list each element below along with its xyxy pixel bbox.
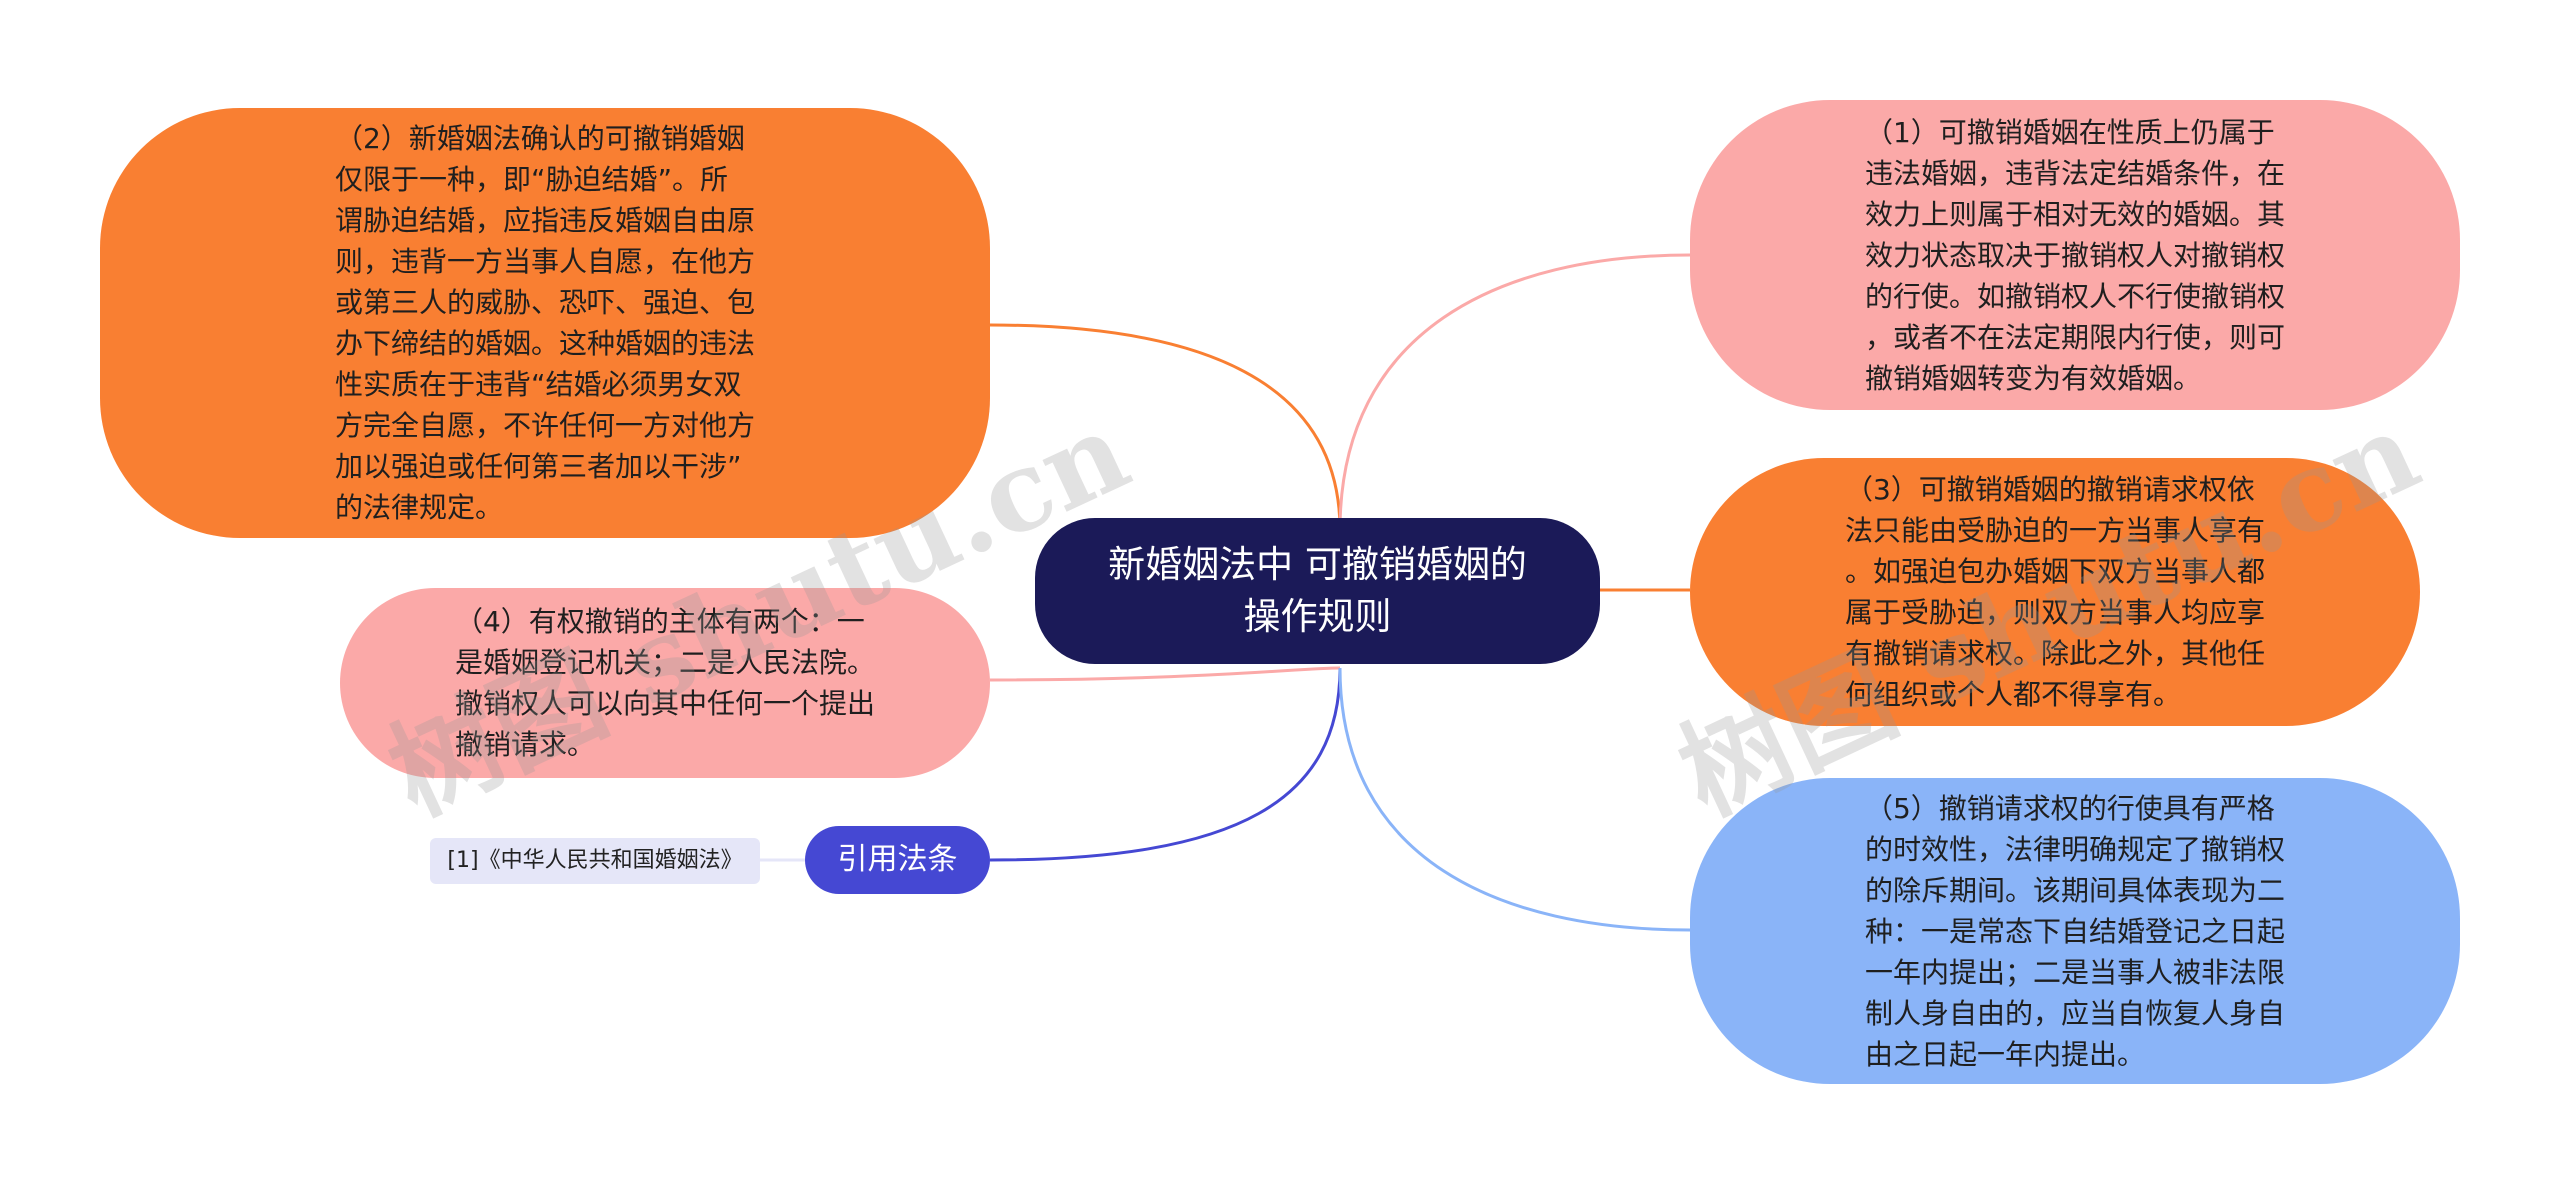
central-topic-text: 新婚姻法中 可撤销婚姻的 操作规则 xyxy=(1108,543,1527,638)
link-ref xyxy=(989,667,1342,862)
node-2-text: （2）新婚姻法确认的可撤销婚姻 仅限于一种，即“胁迫结婚”。所 谓胁迫结婚，应指… xyxy=(334,122,755,524)
link-n1 xyxy=(1338,253,1691,531)
node-5[interactable]: （5）撤销请求权的行使具有严格 的时效性，法律明确规定了撤销权 的除斥期间。该期… xyxy=(1690,778,2460,1084)
link-n4 xyxy=(989,666,1341,682)
node-4[interactable]: （4）有权撤销的主体有两个：一 是婚姻登记机关；二是人民法院。 撤销权人可以向其… xyxy=(340,588,990,778)
link-n2 xyxy=(989,323,1342,531)
node-1-text: （1）可撤销婚姻在性质上仍属于 违法婚姻，违背法定结婚条件，在 效力上则属于相对… xyxy=(1864,115,2285,395)
node-4-text: （4）有权撤销的主体有两个：一 是婚姻登记机关；二是人民法院。 撤销权人可以向其… xyxy=(454,605,875,761)
node-1[interactable]: （1）可撤销婚姻在性质上仍属于 违法婚姻，违背法定结婚条件，在 效力上则属于相对… xyxy=(1690,100,2460,410)
node-3-text: （3）可撤销婚姻的撤销请求权依 法只能由受胁迫的一方当事人享有 。如强迫包办婚姻… xyxy=(1844,473,2265,711)
node-2[interactable]: （2）新婚姻法确认的可撤销婚姻 仅限于一种，即“胁迫结婚”。所 谓胁迫结婚，应指… xyxy=(100,108,990,538)
node-5-text: （5）撤销请求权的行使具有严格 的时效性，法律明确规定了撤销权 的除斥期间。该期… xyxy=(1864,791,2285,1071)
reference-label: 引用法条 xyxy=(837,842,958,877)
node-3[interactable]: （3）可撤销婚姻的撤销请求权依 法只能由受胁迫的一方当事人享有 。如强迫包办婚姻… xyxy=(1690,458,2420,726)
reference-item[interactable]: [1]《中华人民共和国婚姻法》 xyxy=(430,838,760,884)
central-topic[interactable]: 新婚姻法中 可撤销婚姻的 操作规则 xyxy=(1035,518,1600,664)
reference-node[interactable]: 引用法条 xyxy=(805,826,990,894)
reference-item-text: [1]《中华人民共和国婚姻法》 xyxy=(447,848,743,873)
link-n5 xyxy=(1338,667,1691,932)
